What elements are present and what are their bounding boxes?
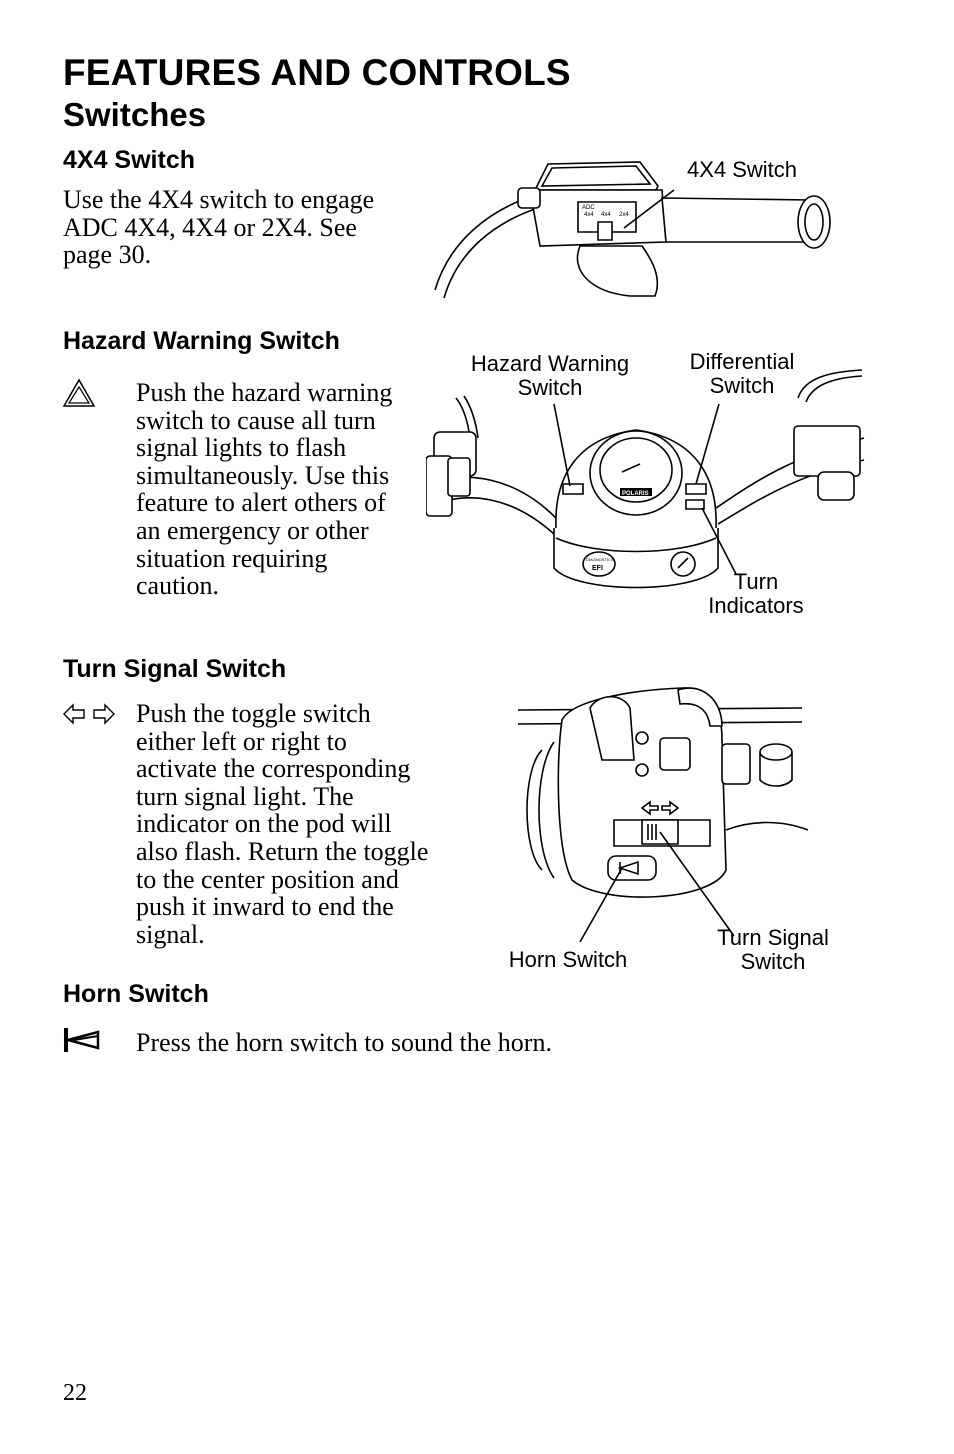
section-body-horn: Press the horn switch to sound the horn. xyxy=(136,1028,552,1057)
callout-differential-switch: Differential Switch xyxy=(689,349,795,398)
section-body-hazard: Push the hazard warning switch to cause … xyxy=(136,378,393,601)
page-title: FEATURES AND CONTROLS xyxy=(63,52,571,93)
pod-brand-label: POLARIS xyxy=(622,491,649,497)
callout-hazard-warning-switch: Hazard Warning Switch xyxy=(470,351,630,400)
section-heading-4x4: 4X4 Switch xyxy=(63,146,195,174)
callout-turn-indicators: Turn Indicators xyxy=(708,569,804,618)
horn-icon xyxy=(62,1028,104,1052)
pod-efi-label: EFI xyxy=(592,565,603,572)
pod-diag-label: DIAGNOSTICS xyxy=(586,557,614,562)
figure-turn-signal-switch xyxy=(512,680,812,950)
adc-panel-mode-3: 2x4 xyxy=(619,212,629,218)
callout-4x4-switch: 4X4 Switch xyxy=(686,157,798,182)
adc-panel-title: ADC xyxy=(582,205,595,211)
adc-panel-mode-1: 4x4 xyxy=(584,212,594,218)
section-heading-horn: Horn Switch xyxy=(63,980,209,1008)
hazard-warning-icon xyxy=(62,378,96,408)
section-heading-turn-signal: Turn Signal Switch xyxy=(63,655,287,683)
section-body-4x4: Use the 4X4 switch to engage ADC 4X4, 4X… xyxy=(63,185,375,270)
figure-4x4-switch: ADC 4x4 4x4 2x4 xyxy=(430,150,850,310)
callout-horn-switch: Horn Switch xyxy=(508,947,628,972)
section-body-turn-signal: Push the toggle switch either left or ri… xyxy=(136,699,429,949)
figure-hazard-pod: POLARIS DIAGNOSTICS EFI xyxy=(426,368,866,608)
callout-turn-signal-switch: Turn Signal Switch xyxy=(717,925,829,974)
section-heading-hazard: Hazard Warning Switch xyxy=(63,327,340,355)
page-subtitle: Switches xyxy=(63,96,207,133)
adc-panel-mode-2: 4x4 xyxy=(601,212,611,218)
page-number: 22 xyxy=(63,1380,87,1406)
turn-signal-arrows-icon xyxy=(62,702,116,726)
